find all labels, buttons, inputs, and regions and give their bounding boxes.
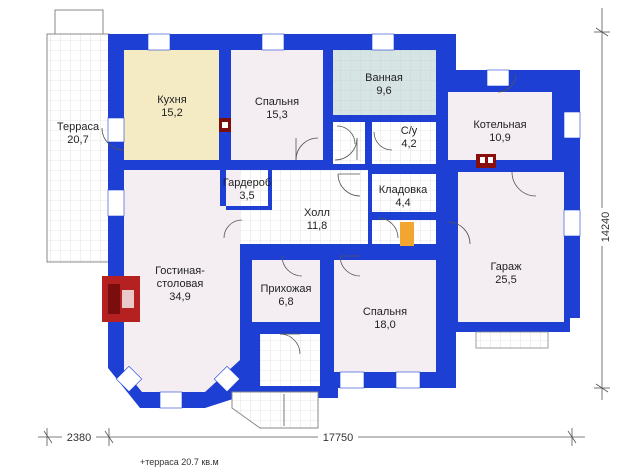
garage-apron	[475, 331, 549, 349]
kitchen-stove	[219, 118, 231, 132]
boiler-name: Котельная	[473, 119, 526, 131]
terrace-name: Терраса	[57, 121, 100, 133]
bathroom-name: Ванная	[365, 72, 403, 84]
stair-step	[400, 222, 414, 246]
room-floors	[124, 50, 564, 392]
room-labels: Терраса 20,7 Кухня 15,2 Спальня 15,3 Ван…	[57, 72, 527, 331]
entrance-porch	[231, 391, 319, 429]
bedroom1-name: Спальня	[255, 96, 299, 108]
kitchen-name: Кухня	[157, 94, 186, 106]
bedroom1-area: 15,3	[266, 109, 287, 121]
garage-name: Гараж	[490, 261, 522, 273]
partitions	[124, 50, 564, 388]
terrace-area: 20,7	[67, 134, 88, 146]
dim-terrace-width: 2380	[67, 432, 91, 444]
dimension-lines	[38, 8, 610, 446]
entry-name: Прихожая	[261, 283, 312, 295]
bedroom2-name: Спальня	[363, 306, 407, 318]
fireplace	[102, 276, 140, 322]
bathroom-area: 9,6	[376, 85, 391, 97]
wardrobe-area: 3,5	[239, 190, 254, 202]
wc-area: 4,2	[401, 138, 416, 150]
terrace-footnote: +терраса 20.7 кв.м	[140, 457, 219, 467]
boiler-area: 10,9	[489, 132, 510, 144]
doors	[101, 73, 548, 355]
wardrobe-name: Гардероб	[223, 177, 271, 189]
wc-name: С/у	[401, 125, 418, 137]
dim-total-depth: 14240	[600, 212, 612, 243]
hall-area: 11,8	[307, 220, 328, 232]
boiler-unit	[476, 154, 496, 168]
pantry-name: Кладовка	[379, 184, 428, 196]
pantry-area: 4,4	[395, 197, 410, 209]
dim-total-width: 17750	[323, 432, 354, 444]
dimension-labels: 2380 17750 14240	[62, 208, 612, 444]
living-area: 34,9	[169, 291, 190, 303]
terrace	[46, 9, 110, 263]
kitchen-area: 15,2	[161, 107, 182, 119]
entry-area: 6,8	[278, 296, 293, 308]
hall-name: Холл	[304, 207, 330, 219]
windows	[107, 33, 581, 409]
living-name-line2: столовая	[157, 278, 204, 290]
garage-area: 25,5	[495, 274, 516, 286]
living-name-line1: Гостиная-	[155, 265, 205, 277]
bedroom2-area: 18,0	[374, 319, 395, 331]
